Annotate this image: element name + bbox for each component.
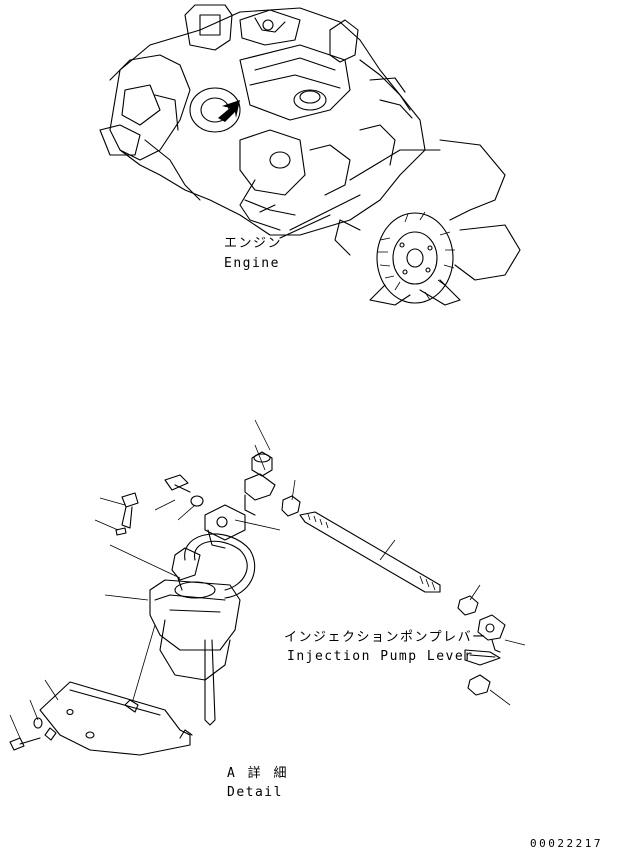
figure-number: 00022217 xyxy=(530,837,603,850)
detail-a-label-en: Detail xyxy=(227,785,283,800)
engine-label-en: Engine xyxy=(224,256,280,271)
injection-pump-lever-label-jp: インジェクションポンプレバー xyxy=(284,630,487,645)
engine-illustration xyxy=(99,4,521,306)
detail-a-label-jp: A 詳 細 xyxy=(227,766,289,781)
engine-label-jp: エンジン xyxy=(224,236,283,251)
detail-a-illustration xyxy=(9,419,526,756)
injection-pump-lever-label-en: Injection Pump Lever xyxy=(287,649,474,664)
